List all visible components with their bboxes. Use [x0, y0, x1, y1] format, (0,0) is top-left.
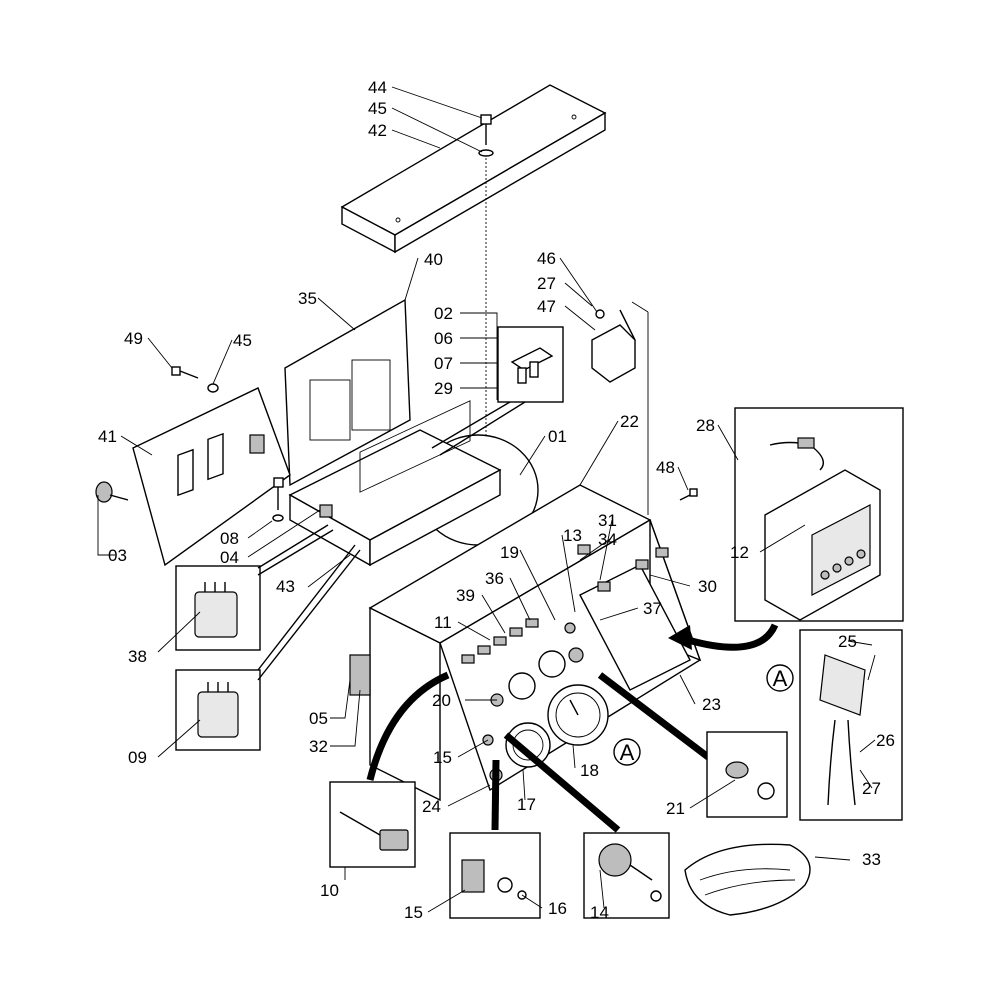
- relay-47: [591, 301, 649, 515]
- callout-46: 46: [537, 249, 556, 268]
- callout-29: 29: [434, 379, 453, 398]
- callout-leaders: [97, 86, 876, 913]
- bolt-44: [478, 114, 494, 555]
- callout-43: 43: [276, 577, 295, 596]
- fuse-box: [288, 400, 539, 567]
- harness-leaders: [366, 623, 779, 833]
- callout-47: 47: [537, 297, 556, 316]
- callout-labels: 44 45 42 40 35 02 06 07 29 46 27 47 49 4…: [98, 78, 895, 922]
- callout-04: 04: [220, 548, 239, 567]
- callout-22: 22: [620, 412, 639, 431]
- callout-49: 49: [124, 329, 143, 348]
- washer-45: [207, 383, 219, 393]
- gauge-small-19: [538, 650, 566, 678]
- callout-26: 26: [876, 731, 895, 750]
- gauge-small-20: [508, 672, 536, 700]
- connector-inset: [799, 629, 903, 821]
- callout-11: 11: [434, 613, 452, 632]
- callout-27: 27: [537, 274, 556, 293]
- callout-23: 23: [702, 695, 721, 714]
- callout-32: 32: [309, 737, 328, 756]
- callout-39: 39: [456, 586, 475, 605]
- fuse-label-panel: [284, 298, 411, 487]
- callout-30: 30: [698, 577, 717, 596]
- callout-15: 15: [433, 748, 452, 767]
- relay-inset-38: [175, 524, 334, 651]
- callout-02: 02: [434, 304, 453, 323]
- screw-49: [171, 366, 199, 379]
- callout-45: 45: [368, 99, 387, 118]
- callout-45: 45: [233, 331, 252, 350]
- callout-36: 36: [485, 569, 504, 588]
- callout-42: 42: [368, 121, 387, 140]
- callout-09: 09: [128, 748, 147, 767]
- callout-19: 19: [500, 543, 519, 562]
- callout-17: 17: [517, 795, 536, 814]
- callout-13: 13: [563, 526, 582, 545]
- callout-08: 08: [220, 529, 239, 548]
- callout-21: 21: [666, 799, 685, 818]
- cloth-33: [684, 843, 811, 916]
- callout-10: 10: [320, 881, 339, 900]
- toggle-inset-15: [449, 832, 541, 919]
- sensor-inset: [706, 731, 788, 818]
- callout-35: 35: [298, 289, 317, 308]
- callout-03: 03: [108, 546, 127, 565]
- callout-37: 37: [643, 599, 662, 618]
- callout-18: 18: [580, 761, 599, 780]
- callout-48: 48: [656, 458, 675, 477]
- detail-marker-a-2: A: [766, 664, 794, 692]
- callout-41: 41: [98, 427, 117, 446]
- callout-44: 44: [368, 78, 387, 97]
- cover-plate: [132, 387, 291, 567]
- ignition-inset-14: [583, 832, 670, 919]
- callout-38: 38: [128, 647, 147, 666]
- callout-40: 40: [424, 250, 443, 269]
- callout-25: 25: [838, 632, 857, 651]
- control-unit-inset: [734, 407, 904, 622]
- svg-text:A: A: [773, 666, 788, 691]
- callout-16: 16: [548, 899, 567, 918]
- fuse-inset-box: [431, 326, 564, 456]
- callout-27: 27: [862, 779, 881, 798]
- callout-34: 34: [598, 530, 617, 549]
- callout-05: 05: [309, 709, 328, 728]
- callout-14: 14: [590, 903, 609, 922]
- callout-15: 15: [404, 903, 423, 922]
- callout-12: 12: [730, 543, 749, 562]
- screw-08: [272, 477, 284, 522]
- callout-31: 31: [598, 511, 617, 530]
- relay-inset-09: [175, 544, 361, 751]
- top-cover-plate: [340, 84, 607, 254]
- knob-03: [95, 481, 129, 503]
- gauge-large-18: [547, 684, 609, 746]
- callout-01: 01: [548, 427, 567, 446]
- callout-07: 07: [434, 354, 453, 373]
- callout-28: 28: [696, 416, 715, 435]
- callout-33: 33: [862, 850, 881, 869]
- callout-20: 20: [432, 691, 451, 710]
- detail-marker-a-1: A: [613, 738, 641, 766]
- screw-48: [679, 488, 698, 501]
- callout-06: 06: [434, 329, 453, 348]
- switch-inset-10: [329, 781, 416, 868]
- svg-text:A: A: [620, 740, 635, 765]
- callout-24: 24: [422, 797, 441, 816]
